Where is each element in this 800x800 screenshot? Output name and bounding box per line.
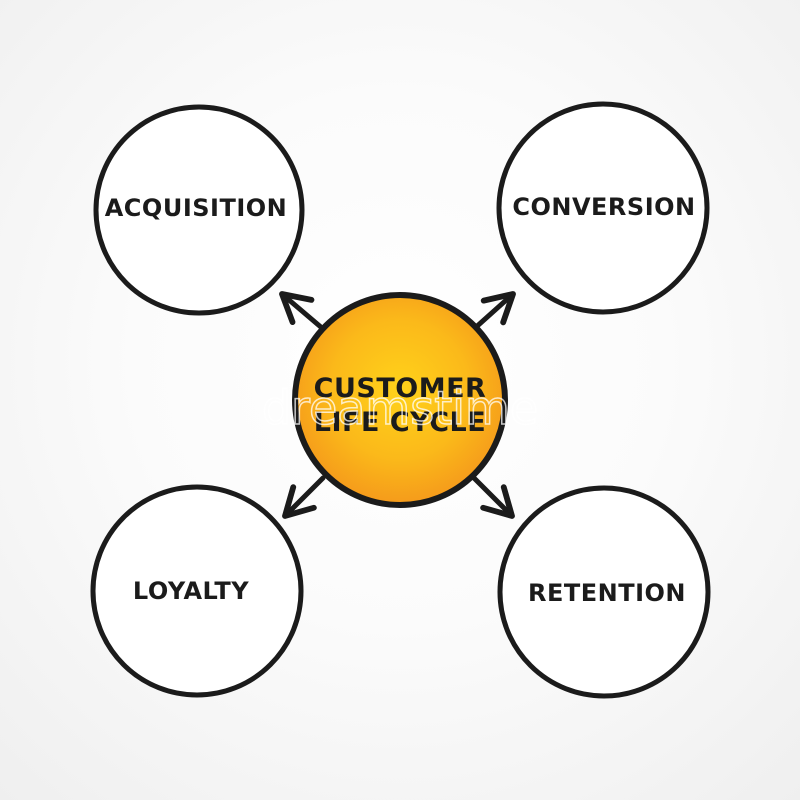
arrow-to-conversion	[472, 291, 516, 331]
node-circle	[497, 485, 711, 699]
node-loyalty: LOYALTY	[90, 484, 304, 698]
arrow-to-acquisition	[279, 291, 325, 331]
node-label: CONVERSION	[512, 193, 695, 221]
center-circle	[292, 292, 508, 508]
node-acquisition: ACQUISITION	[93, 104, 305, 316]
node-label: ACQUISITION	[105, 194, 288, 222]
node-circle	[90, 484, 304, 698]
node-circle	[93, 104, 305, 316]
watermark: dreamstime	[262, 381, 538, 435]
node-label: LOYALTY	[133, 577, 249, 605]
arrow-to-retention	[471, 475, 515, 519]
arrows	[279, 291, 516, 519]
center-label-line-2: LIFE CYCLE	[314, 407, 486, 438]
arrow-to-loyalty	[282, 475, 326, 519]
center-node: CUSTOMER LIFE CYCLE	[292, 292, 508, 508]
node-label: RETENTION	[528, 579, 686, 607]
center-label-line-1: CUSTOMER	[314, 373, 487, 404]
node-conversion: CONVERSION	[496, 101, 710, 315]
node-retention: RETENTION	[497, 485, 711, 699]
node-circle	[496, 101, 710, 315]
